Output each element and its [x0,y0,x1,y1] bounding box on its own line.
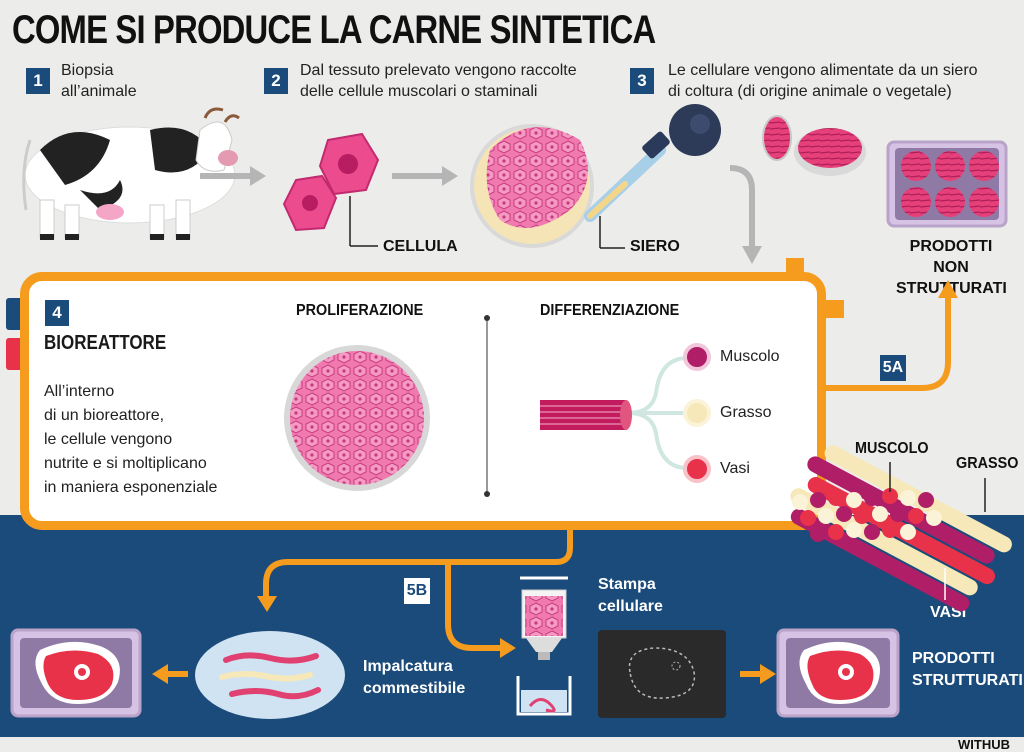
bioreactor-description: All’interno di un bioreattore, le cellul… [44,380,217,500]
accent-mark-red [6,338,20,370]
arrow-to-scaffold-head [257,596,277,612]
culture-dish-icon [470,124,625,249]
arrow-to-scaffold [263,530,573,598]
cell-icon [282,132,380,247]
print-screen-icon [598,630,726,718]
scaffold-icon [195,631,345,719]
step-3-number: 3 [630,68,654,94]
step-1-number: 1 [26,68,50,94]
step-1-line-1: Biopsia [61,62,114,79]
fiber-bundle-icon [790,445,1012,612]
arrow-3-head [742,246,762,264]
step-2-line-1: Dal tessuto prelevato vengono raccolte [300,62,577,79]
siero-label: SIERO [630,238,680,255]
accent-mark-blue [6,298,20,330]
step-4-number: 4 [45,300,69,326]
proliferazione-label: PROLIFERAZIONE [296,302,424,319]
fiber-grasso-label: GRASSO [956,455,1019,472]
arrow-5b-head [500,638,516,658]
arrow-1 [200,166,266,186]
impalcatura-line-1: Impalcatura [363,658,453,675]
step-2-number: 2 [264,68,288,94]
tray-structured-right-icon [776,628,900,718]
bio-line-4: nutrite e si moltiplicano [44,455,207,472]
meat-samples-icon [762,115,866,176]
impalcatura-label: Impalcatura commestibile [363,656,465,700]
bioreactor-tab-right [826,300,844,318]
bio-line-2: di un bioreattore, [44,407,165,424]
cow-icon [22,107,240,240]
tray-structured-left-icon [10,628,142,718]
step-3-line-1: Le cellulare vengono alimentate da un si… [668,62,978,79]
prodotti-str-line-2: STRUTTURATI [912,672,1023,689]
step-1-text: Biopsia all’animale [61,60,137,102]
dropper-icon [584,104,721,222]
tag-5a: 5A [880,355,906,381]
prodotti-strutturati-label: PRODOTTI STRUTTURATI [912,648,1023,692]
stampa-line-1: Stampa [598,576,656,593]
impalcatura-line-2: commestibile [363,680,466,697]
prodotti-str-line-1: PRODOTTI [912,650,995,667]
stampa-line-2: cellulare [598,598,663,615]
bioreactor-title: BIOREATTORE [44,332,167,354]
credit-label: WITHUB [958,737,1010,752]
tray-non-structured-icon [886,140,1008,228]
differentiation-diagram [540,343,711,483]
step-3-text: Le cellulare vengono alimentate da un si… [668,60,978,102]
tag-5b: 5B [404,578,430,604]
bio-line-1: All’interno [44,383,115,400]
arrow-2 [392,166,458,186]
stampa-cellulare-label: Stampa cellulare [598,574,663,618]
arrow-to-left-tray [152,664,188,684]
arrow-to-right-tray [740,664,776,684]
differenziazione-label: DIFFERENZIAZIONE [540,302,680,319]
arrow-5a-head [938,280,958,298]
proliferation-dish-icon [284,345,430,491]
step-2-text: Dal tessuto prelevato vengono raccolte d… [300,60,577,102]
prodotti-non-line-1: PRODOTTI NON [909,238,993,276]
cellula-label: CELLULA [383,238,458,255]
arrow-5b [445,562,502,651]
bio-line-3: le cellule vengono [44,431,173,448]
muscolo-label: Muscolo [720,348,780,365]
divider-line [484,315,490,497]
bio-line-5: in maniera esponenziale [44,479,218,496]
cell-printer-icon [516,576,572,716]
step-2-line-2: delle cellule muscolari o staminali [300,83,538,100]
grasso-label: Grasso [720,404,772,421]
fiber-muscolo-label: MUSCOLO [855,440,929,457]
step-1-line-2: all’animale [61,83,137,100]
arrow-3 [729,165,755,246]
page-title: COME SI PRODUCE LA CARNE SINTETICA [12,8,656,52]
vasi-label: Vasi [720,460,750,477]
arrow-5a [826,296,951,391]
step-3-line-2: di coltura (di origine animale o vegetal… [668,83,952,100]
bioreactor-tab-top [786,258,804,274]
